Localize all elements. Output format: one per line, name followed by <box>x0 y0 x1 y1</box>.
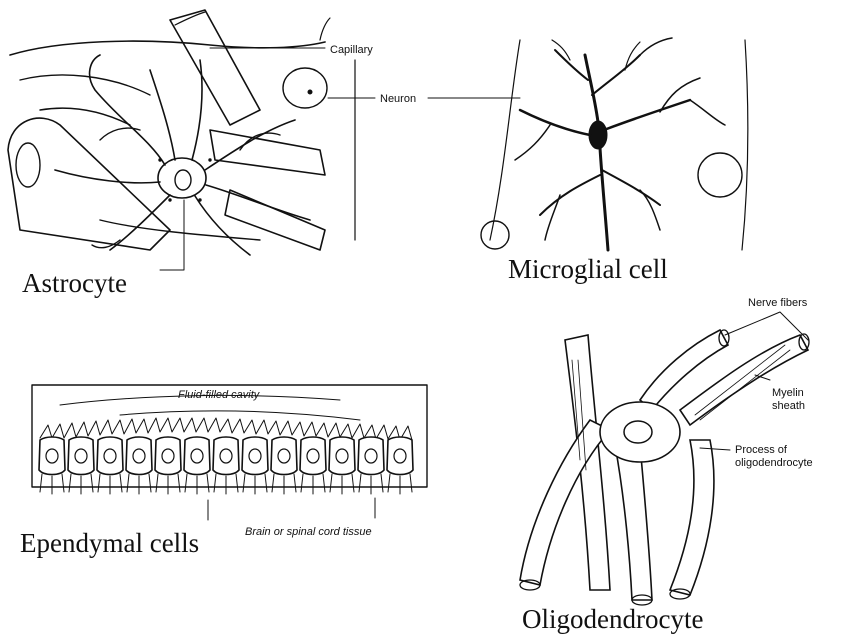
ependymal-cell <box>387 437 413 475</box>
ependymal-cell <box>213 437 239 475</box>
neuron-label: Neuron <box>380 93 416 105</box>
ependymal-cell <box>155 437 181 475</box>
ependymal-cell <box>68 437 94 475</box>
ependymal-cell <box>300 437 326 475</box>
ependymal-basal-process <box>127 474 151 494</box>
process-label-line1: Process of <box>735 444 788 456</box>
tissue-label: Brain or spinal cord tissue <box>245 526 372 538</box>
ependymal-basal-process <box>301 474 325 494</box>
ependymal-basal-process <box>156 474 180 494</box>
ependymal-basal-process <box>272 474 296 494</box>
ependymal-basal-process <box>243 474 267 494</box>
ependymal-cell <box>271 437 297 475</box>
myelin-label-line1: Myelin <box>772 387 804 399</box>
ependymal-cell <box>184 437 210 475</box>
ependymal-title: Ependymal cells <box>20 528 199 558</box>
ependymal-basal-process <box>330 474 354 494</box>
ependymal-cell <box>358 437 384 475</box>
myelin-label-line2: sheath <box>772 400 805 412</box>
process-label-line2: oligodendrocyte <box>735 457 813 469</box>
ependymal-basal-process <box>388 474 412 494</box>
astrocyte-illustration <box>8 10 375 270</box>
microglial-illustration <box>481 38 748 250</box>
ependymal-basal-process <box>185 474 209 494</box>
ependymal-cell <box>126 437 152 475</box>
microglial-title: Microglial cell <box>508 254 668 284</box>
astrocyte-title: Astrocyte <box>22 268 127 298</box>
ependymal-cell <box>329 437 355 475</box>
ependymal-basal-process <box>69 474 93 494</box>
ependymal-cell-row <box>39 437 413 494</box>
ependymal-cell <box>97 437 123 475</box>
oligodendrocyte-title: Oligodendrocyte <box>522 604 703 634</box>
ependymal-cell <box>39 437 65 475</box>
ependymal-cell <box>242 437 268 475</box>
fluid-cavity-label: Fluid-filled cavity <box>178 389 261 401</box>
capillary-label: Capillary <box>330 44 373 56</box>
ependymal-basal-process <box>98 474 122 494</box>
ependymal-basal-process <box>359 474 383 494</box>
ependymal-basal-process <box>40 474 64 494</box>
nerve-fibers-label: Nerve fibers <box>748 297 808 309</box>
ependymal-basal-process <box>214 474 238 494</box>
